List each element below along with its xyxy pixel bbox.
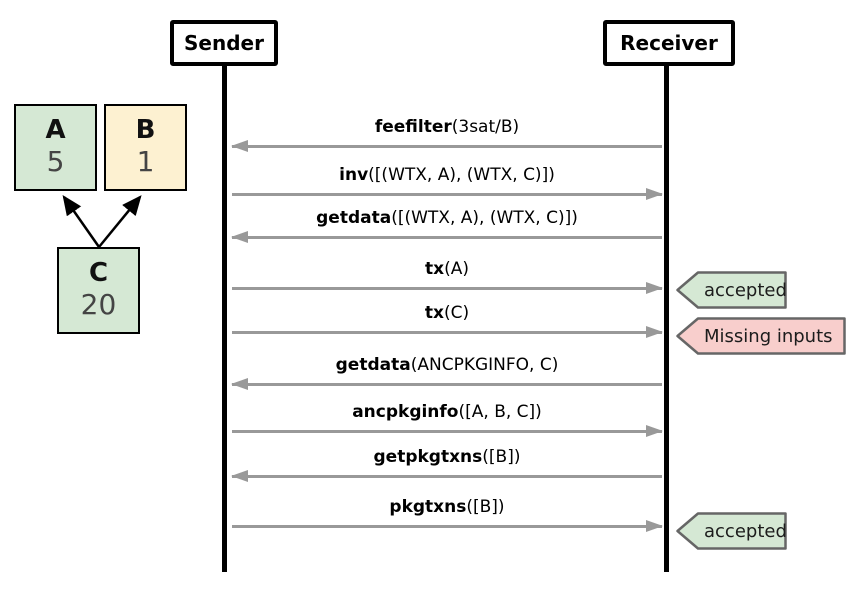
message-arrow-left (231, 231, 662, 244)
message-getdata-ancpkginfo: getdata(ANCPKGINFO, C) (231, 352, 662, 391)
badge-label: Missing inputs (704, 325, 833, 347)
message-tx-a: tx(A) (232, 256, 663, 295)
actor-box-sender: Sender (170, 20, 278, 66)
status-badge-accepted-pkgtxns: accepted (676, 512, 787, 550)
message-inv: inv([(WTX, A), (WTX, C)]) (232, 162, 663, 201)
dependency-arrow-c-to-a (62, 194, 101, 248)
actor-box-receiver: Receiver (603, 20, 735, 66)
message-label: getdata([(WTX, A), (WTX, C)]) (316, 208, 578, 228)
actor-label-sender: Sender (184, 31, 264, 55)
message-tx-c: tx(C) (232, 300, 663, 339)
node-value: 5 (46, 145, 65, 179)
graph-node-c: C 20 (57, 247, 140, 334)
message-label: tx(C) (424, 303, 470, 323)
message-label: tx(A) (425, 259, 469, 279)
message-arrow-right (232, 520, 663, 533)
node-label: B (135, 115, 156, 146)
status-badge-missing-inputs: Missing inputs (676, 317, 846, 355)
sender-lifeline (222, 66, 227, 572)
node-label: A (45, 115, 66, 146)
message-arrow-right (232, 425, 663, 438)
message-arrow-left (231, 470, 662, 483)
message-getdata-wtx: getdata([(WTX, A), (WTX, C)]) (231, 205, 662, 244)
badge-tag-shape (676, 512, 787, 550)
dependency-arrow-c-to-b (98, 195, 142, 248)
message-label: pkgtxns([B]) (389, 497, 505, 517)
message-label: getpkgtxns([B]) (373, 447, 521, 467)
message-arrow-left (231, 140, 662, 153)
message-label: ancpkginfo([A, B, C]) (352, 402, 542, 422)
node-value: 1 (136, 145, 155, 179)
message-label: inv([(WTX, A), (WTX, C)]) (339, 165, 555, 185)
graph-edges (62, 194, 142, 248)
message-pkgtxns: pkgtxns([B]) (232, 494, 663, 533)
message-arrow-right (232, 282, 663, 295)
badge-tag-shape (676, 271, 787, 309)
message-feefilter: feefilter(3sat/B) (231, 114, 662, 153)
message-label: feefilter(3sat/B) (374, 117, 520, 137)
badge-label: accepted (704, 279, 787, 301)
node-value: 20 (80, 288, 117, 322)
status-badge-accepted-tx-a: accepted (676, 271, 787, 309)
message-label: getdata(ANCPKGINFO, C) (335, 355, 559, 375)
message-ancpkginfo: ancpkginfo([A, B, C]) (232, 399, 663, 438)
badge-tag-shape (676, 317, 846, 355)
actor-label-receiver: Receiver (620, 31, 718, 55)
node-label: C (88, 258, 109, 289)
graph-node-b: B 1 (104, 104, 187, 191)
receiver-lifeline (664, 66, 669, 572)
graph-node-a: A 5 (14, 104, 97, 191)
message-getpkgtxns: getpkgtxns([B]) (231, 444, 662, 483)
message-arrow-left (231, 378, 662, 391)
badge-label: accepted (704, 520, 787, 542)
message-arrow-right (232, 326, 663, 339)
message-arrow-right (232, 188, 663, 201)
